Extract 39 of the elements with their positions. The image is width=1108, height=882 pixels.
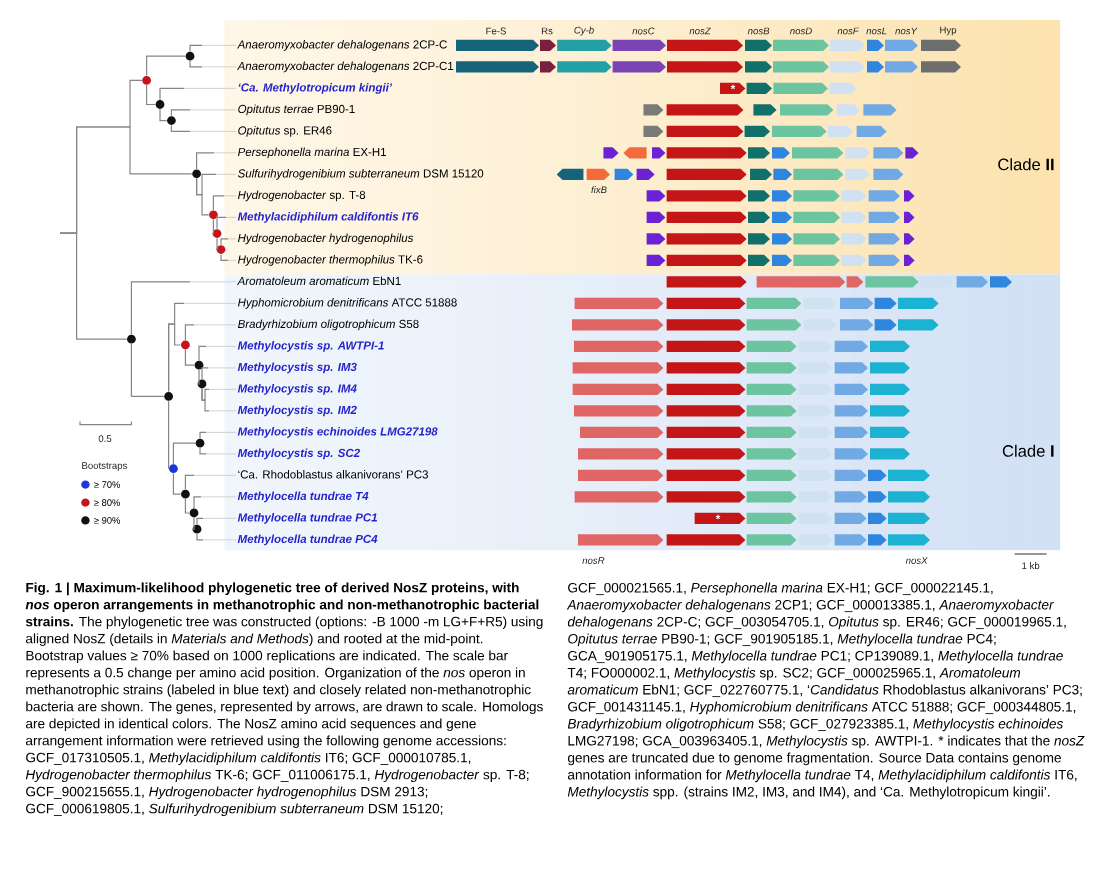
tree-branch: [146, 84, 156, 106]
tree-branch: [170, 109, 237, 117]
tree-branch: [168, 323, 182, 393]
tree-branch: [172, 472, 182, 495]
tree-branch: [170, 124, 237, 132]
tree-branch: [184, 324, 237, 341]
tree-branch: [198, 345, 237, 361]
clade-label: Clade I: [1002, 444, 1054, 457]
tree-branch: [130, 281, 237, 335]
clade-label: Clade II: [998, 158, 1054, 171]
tree-branch: [184, 474, 237, 490]
tree-branch: [59, 232, 128, 340]
tree-branch: [196, 152, 237, 170]
tree-branch: [212, 195, 237, 211]
tree-branch: [199, 431, 237, 439]
tree-branch: [215, 237, 218, 251]
tree-branch: [189, 44, 237, 52]
tree-branch: [159, 87, 237, 101]
tree-branch: [196, 173, 237, 196]
tree-branch: [211, 219, 214, 235]
tree-branch: [189, 60, 237, 68]
tree-branch: [130, 343, 165, 397]
tree-branch: [159, 108, 168, 122]
tree-branch: [184, 498, 190, 514]
tree-branch: [196, 369, 200, 385]
tree-branch: [216, 216, 237, 230]
tree-branch: [201, 388, 237, 401]
tree-branch: [196, 178, 210, 216]
tree-branch: [220, 253, 237, 261]
tree-branch: [196, 517, 237, 525]
tree-branch: [201, 388, 237, 412]
tree-branch: [168, 400, 170, 470]
tree-branch: [220, 238, 237, 246]
tree-branch: [191, 517, 195, 530]
tree-branch: [193, 496, 237, 509]
tree-branch: [172, 442, 196, 465]
tree-branch: [201, 367, 237, 380]
tree-branch: [184, 349, 195, 366]
tree-branch: [146, 55, 186, 77]
